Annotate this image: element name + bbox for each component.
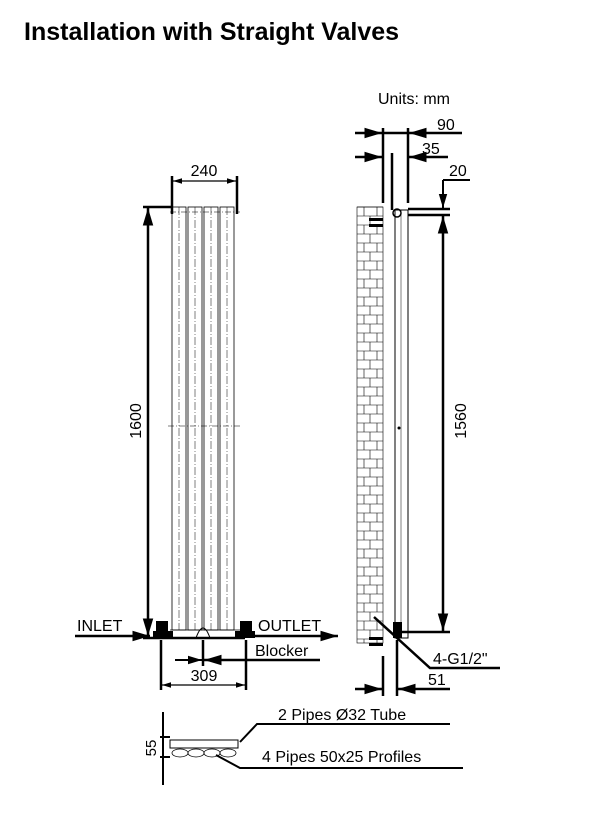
units-label: Units: mm bbox=[378, 91, 450, 108]
offset-dim-label: 35 bbox=[422, 141, 440, 158]
tube-section bbox=[169, 739, 239, 749]
height-dimension bbox=[142, 205, 172, 636]
profile-label: 4 Pipes 50x25 Profiles bbox=[262, 749, 421, 766]
side-valve-icon bbox=[393, 622, 402, 638]
width-dim-label: 240 bbox=[191, 163, 218, 180]
valve-spacing-label: 309 bbox=[191, 668, 218, 685]
height-dim-label: 1600 bbox=[128, 403, 145, 439]
blocker-label: Blocker bbox=[255, 643, 309, 660]
connections-label: 4-G1/2" bbox=[433, 651, 488, 668]
section-view: 55 2 Pipes Ø32 Tube 4 Pipes 50x25 Profil… bbox=[143, 707, 463, 785]
side-view: 90 35 20 1560 4-G1/2" 51 bbox=[355, 117, 500, 696]
outlet-valve-icon bbox=[235, 621, 255, 638]
outlet-label: OUTLET bbox=[258, 618, 321, 635]
inlet-valve-icon bbox=[153, 621, 173, 638]
top-pipe-icon bbox=[392, 208, 402, 218]
brick-wall bbox=[356, 206, 384, 644]
top-dim-label: 20 bbox=[449, 163, 467, 180]
front-view: 240 1600 INLET OUTLET Blocker 309 bbox=[75, 163, 338, 690]
tube-label: 2 Pipes Ø32 Tube bbox=[278, 707, 406, 724]
profile-sections bbox=[171, 748, 237, 758]
pipe-centre-dim-label: 1560 bbox=[453, 403, 470, 439]
inlet-label: INLET bbox=[77, 618, 123, 635]
wall-valve-dim-label: 51 bbox=[428, 672, 446, 689]
diagram-title: Installation with Straight Valves bbox=[24, 18, 400, 46]
depth-dim-label: 90 bbox=[437, 117, 455, 134]
section-depth-label: 55 bbox=[143, 740, 160, 757]
radiator-profiles bbox=[171, 206, 235, 631]
